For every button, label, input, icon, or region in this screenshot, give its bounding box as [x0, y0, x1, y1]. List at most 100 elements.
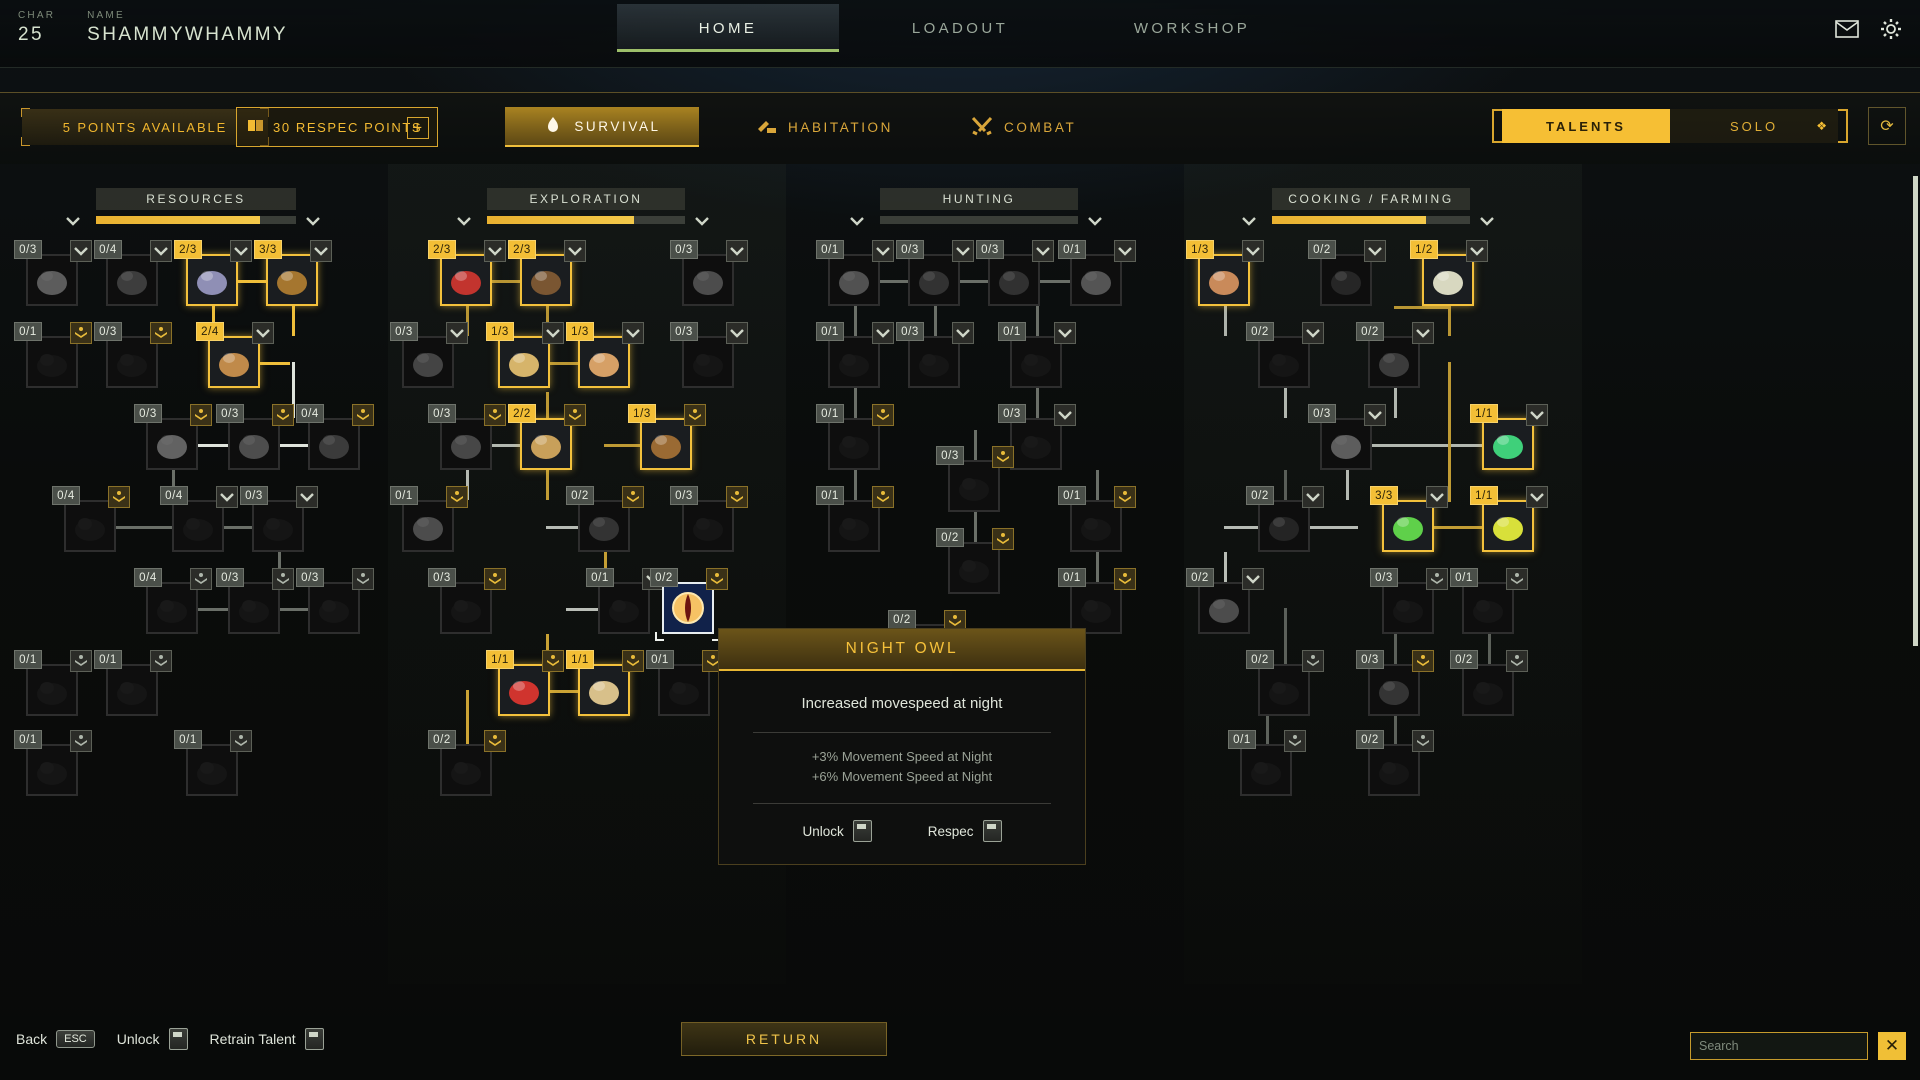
- talent-node[interactable]: 0/1: [1228, 730, 1306, 796]
- column-chevron-right[interactable]: [695, 214, 715, 230]
- talent-node[interactable]: 0/2: [1356, 322, 1434, 388]
- talent-node[interactable]: 0/1: [816, 240, 894, 306]
- column-chevron-left[interactable]: [1242, 214, 1262, 230]
- respec-add-button[interactable]: +: [407, 117, 429, 139]
- talent-node[interactable]: 0/4: [296, 404, 374, 470]
- talent-node[interactable]: 0/3: [428, 568, 506, 634]
- nav-tab-home[interactable]: HOME: [617, 4, 839, 52]
- category-tab-combat[interactable]: COMBAT: [949, 107, 1098, 147]
- talent-node[interactable]: 1/3: [628, 404, 706, 470]
- talent-node[interactable]: 0/3: [216, 568, 294, 634]
- talent-node[interactable]: 0/1: [1058, 568, 1136, 634]
- column-chevron-left[interactable]: [850, 214, 870, 230]
- talent-node[interactable]: 0/3: [240, 486, 318, 552]
- talent-node[interactable]: 0/3: [1356, 650, 1434, 716]
- talent-node[interactable]: 0/3: [390, 322, 468, 388]
- talent-node[interactable]: 0/3: [936, 446, 1014, 512]
- talent-node[interactable]: 0/1: [14, 730, 92, 796]
- tooltip-action-respec[interactable]: Respec: [928, 820, 1002, 842]
- talent-node[interactable]: 0/3: [14, 240, 92, 306]
- category-tab-habitation[interactable]: HABITATION: [733, 107, 915, 147]
- talent-node[interactable]: 0/4: [160, 486, 238, 552]
- talent-node[interactable]: 0/3: [896, 322, 974, 388]
- talent-node[interactable]: 0/1: [816, 322, 894, 388]
- talent-node[interactable]: 0/2: [1246, 322, 1324, 388]
- talent-node[interactable]: 2/2: [508, 404, 586, 470]
- talent-node[interactable]: 0/1: [1058, 240, 1136, 306]
- bottom-action-retrain-talent[interactable]: Retrain Talent: [210, 1028, 324, 1050]
- close-icon[interactable]: ✕: [1878, 1032, 1906, 1060]
- nav-tab-workshop[interactable]: WORKSHOP: [1133, 19, 1251, 37]
- toggle-solo[interactable]: SOLO ❖: [1670, 109, 1838, 143]
- talent-node[interactable]: 0/3: [1308, 404, 1386, 470]
- return-button[interactable]: RETURN: [681, 1022, 887, 1056]
- mail-icon[interactable]: [1832, 14, 1862, 44]
- talent-node[interactable]: 1/3: [486, 322, 564, 388]
- talent-node[interactable]: 0/3: [670, 322, 748, 388]
- points-available-badge[interactable]: 5 POINTS AVAILABLE: [21, 108, 269, 146]
- talent-node[interactable]: 2/3: [428, 240, 506, 306]
- column-chevron-left[interactable]: [457, 214, 477, 230]
- talent-node[interactable]: 3/3: [254, 240, 332, 306]
- column-chevron-left[interactable]: [66, 214, 86, 230]
- talent-node[interactable]: 1/1: [1470, 486, 1548, 552]
- column-chevron-right[interactable]: [1088, 214, 1108, 230]
- talent-node[interactable]: 0/2: [428, 730, 506, 796]
- talent-node[interactable]: 0/1: [174, 730, 252, 796]
- talent-node[interactable]: 2/3: [174, 240, 252, 306]
- talent-node[interactable]: 0/4: [94, 240, 172, 306]
- talent-node[interactable]: 0/2: [1356, 730, 1434, 796]
- reset-refresh-icon[interactable]: ⟳: [1868, 107, 1906, 145]
- tooltip-action-unlock[interactable]: Unlock: [802, 820, 872, 842]
- talent-node[interactable]: 0/1: [94, 650, 172, 716]
- talent-node[interactable]: 0/1: [1058, 486, 1136, 552]
- talent-node[interactable]: 0/1: [1450, 568, 1528, 634]
- talent-node[interactable]: 0/3: [216, 404, 294, 470]
- talent-node[interactable]: 0/1: [14, 322, 92, 388]
- talent-node[interactable]: 2/3: [508, 240, 586, 306]
- talent-node[interactable]: 0/2: [1308, 240, 1386, 306]
- talent-node[interactable]: 0/3: [134, 404, 212, 470]
- talent-node[interactable]: 3/3: [1370, 486, 1448, 552]
- nav-tab-loadout[interactable]: LOADOUT: [911, 19, 1009, 37]
- toggle-talents[interactable]: TALENTS: [1502, 109, 1670, 143]
- talent-node[interactable]: 0/4: [134, 568, 212, 634]
- category-tab-survival[interactable]: SURVIVAL: [505, 107, 699, 147]
- talent-node[interactable]: 0/3: [976, 240, 1054, 306]
- column-chevron-right[interactable]: [306, 214, 326, 230]
- talent-node[interactable]: 0/2: [566, 486, 644, 552]
- talent-node[interactable]: 1/3: [566, 322, 644, 388]
- talent-node[interactable]: 0/3: [896, 240, 974, 306]
- talent-node[interactable]: 0/3: [94, 322, 172, 388]
- talent-node[interactable]: 0/1: [998, 322, 1076, 388]
- bottom-action-unlock[interactable]: Unlock: [117, 1028, 188, 1050]
- talent-node[interactable]: 0/3: [296, 568, 374, 634]
- talent-node[interactable]: 0/2: [1186, 568, 1264, 634]
- talent-node[interactable]: 1/3: [1186, 240, 1264, 306]
- talent-node[interactable]: 1/1: [1470, 404, 1548, 470]
- talent-node[interactable]: 0/3: [670, 486, 748, 552]
- talent-node[interactable]: 0/2: [650, 568, 728, 641]
- talent-node[interactable]: 0/1: [816, 404, 894, 470]
- talent-node[interactable]: 0/1: [586, 568, 664, 634]
- talent-node[interactable]: 0/2: [936, 528, 1014, 594]
- talent-node[interactable]: 0/1: [14, 650, 92, 716]
- talent-node[interactable]: 0/2: [1246, 650, 1324, 716]
- talent-node[interactable]: 1/1: [566, 650, 644, 716]
- vertical-scrollbar[interactable]: [1913, 176, 1918, 646]
- talent-node[interactable]: 0/4: [52, 486, 130, 552]
- talent-node[interactable]: 1/2: [1410, 240, 1488, 306]
- talent-node[interactable]: 0/2: [1246, 486, 1324, 552]
- talent-node[interactable]: 0/3: [1370, 568, 1448, 634]
- talent-node[interactable]: 0/2: [1450, 650, 1528, 716]
- column-chevron-right[interactable]: [1480, 214, 1500, 230]
- talent-node[interactable]: 1/1: [486, 650, 564, 716]
- talent-node[interactable]: 0/1: [390, 486, 468, 552]
- talent-node[interactable]: 0/1: [646, 650, 724, 716]
- talent-node[interactable]: 2/4: [196, 322, 274, 388]
- settings-gear-icon[interactable]: [1876, 14, 1906, 44]
- talent-node[interactable]: 0/3: [670, 240, 748, 306]
- talent-node[interactable]: 0/1: [816, 486, 894, 552]
- respec-points-button[interactable]: 30 RESPEC POINTS +: [236, 107, 438, 147]
